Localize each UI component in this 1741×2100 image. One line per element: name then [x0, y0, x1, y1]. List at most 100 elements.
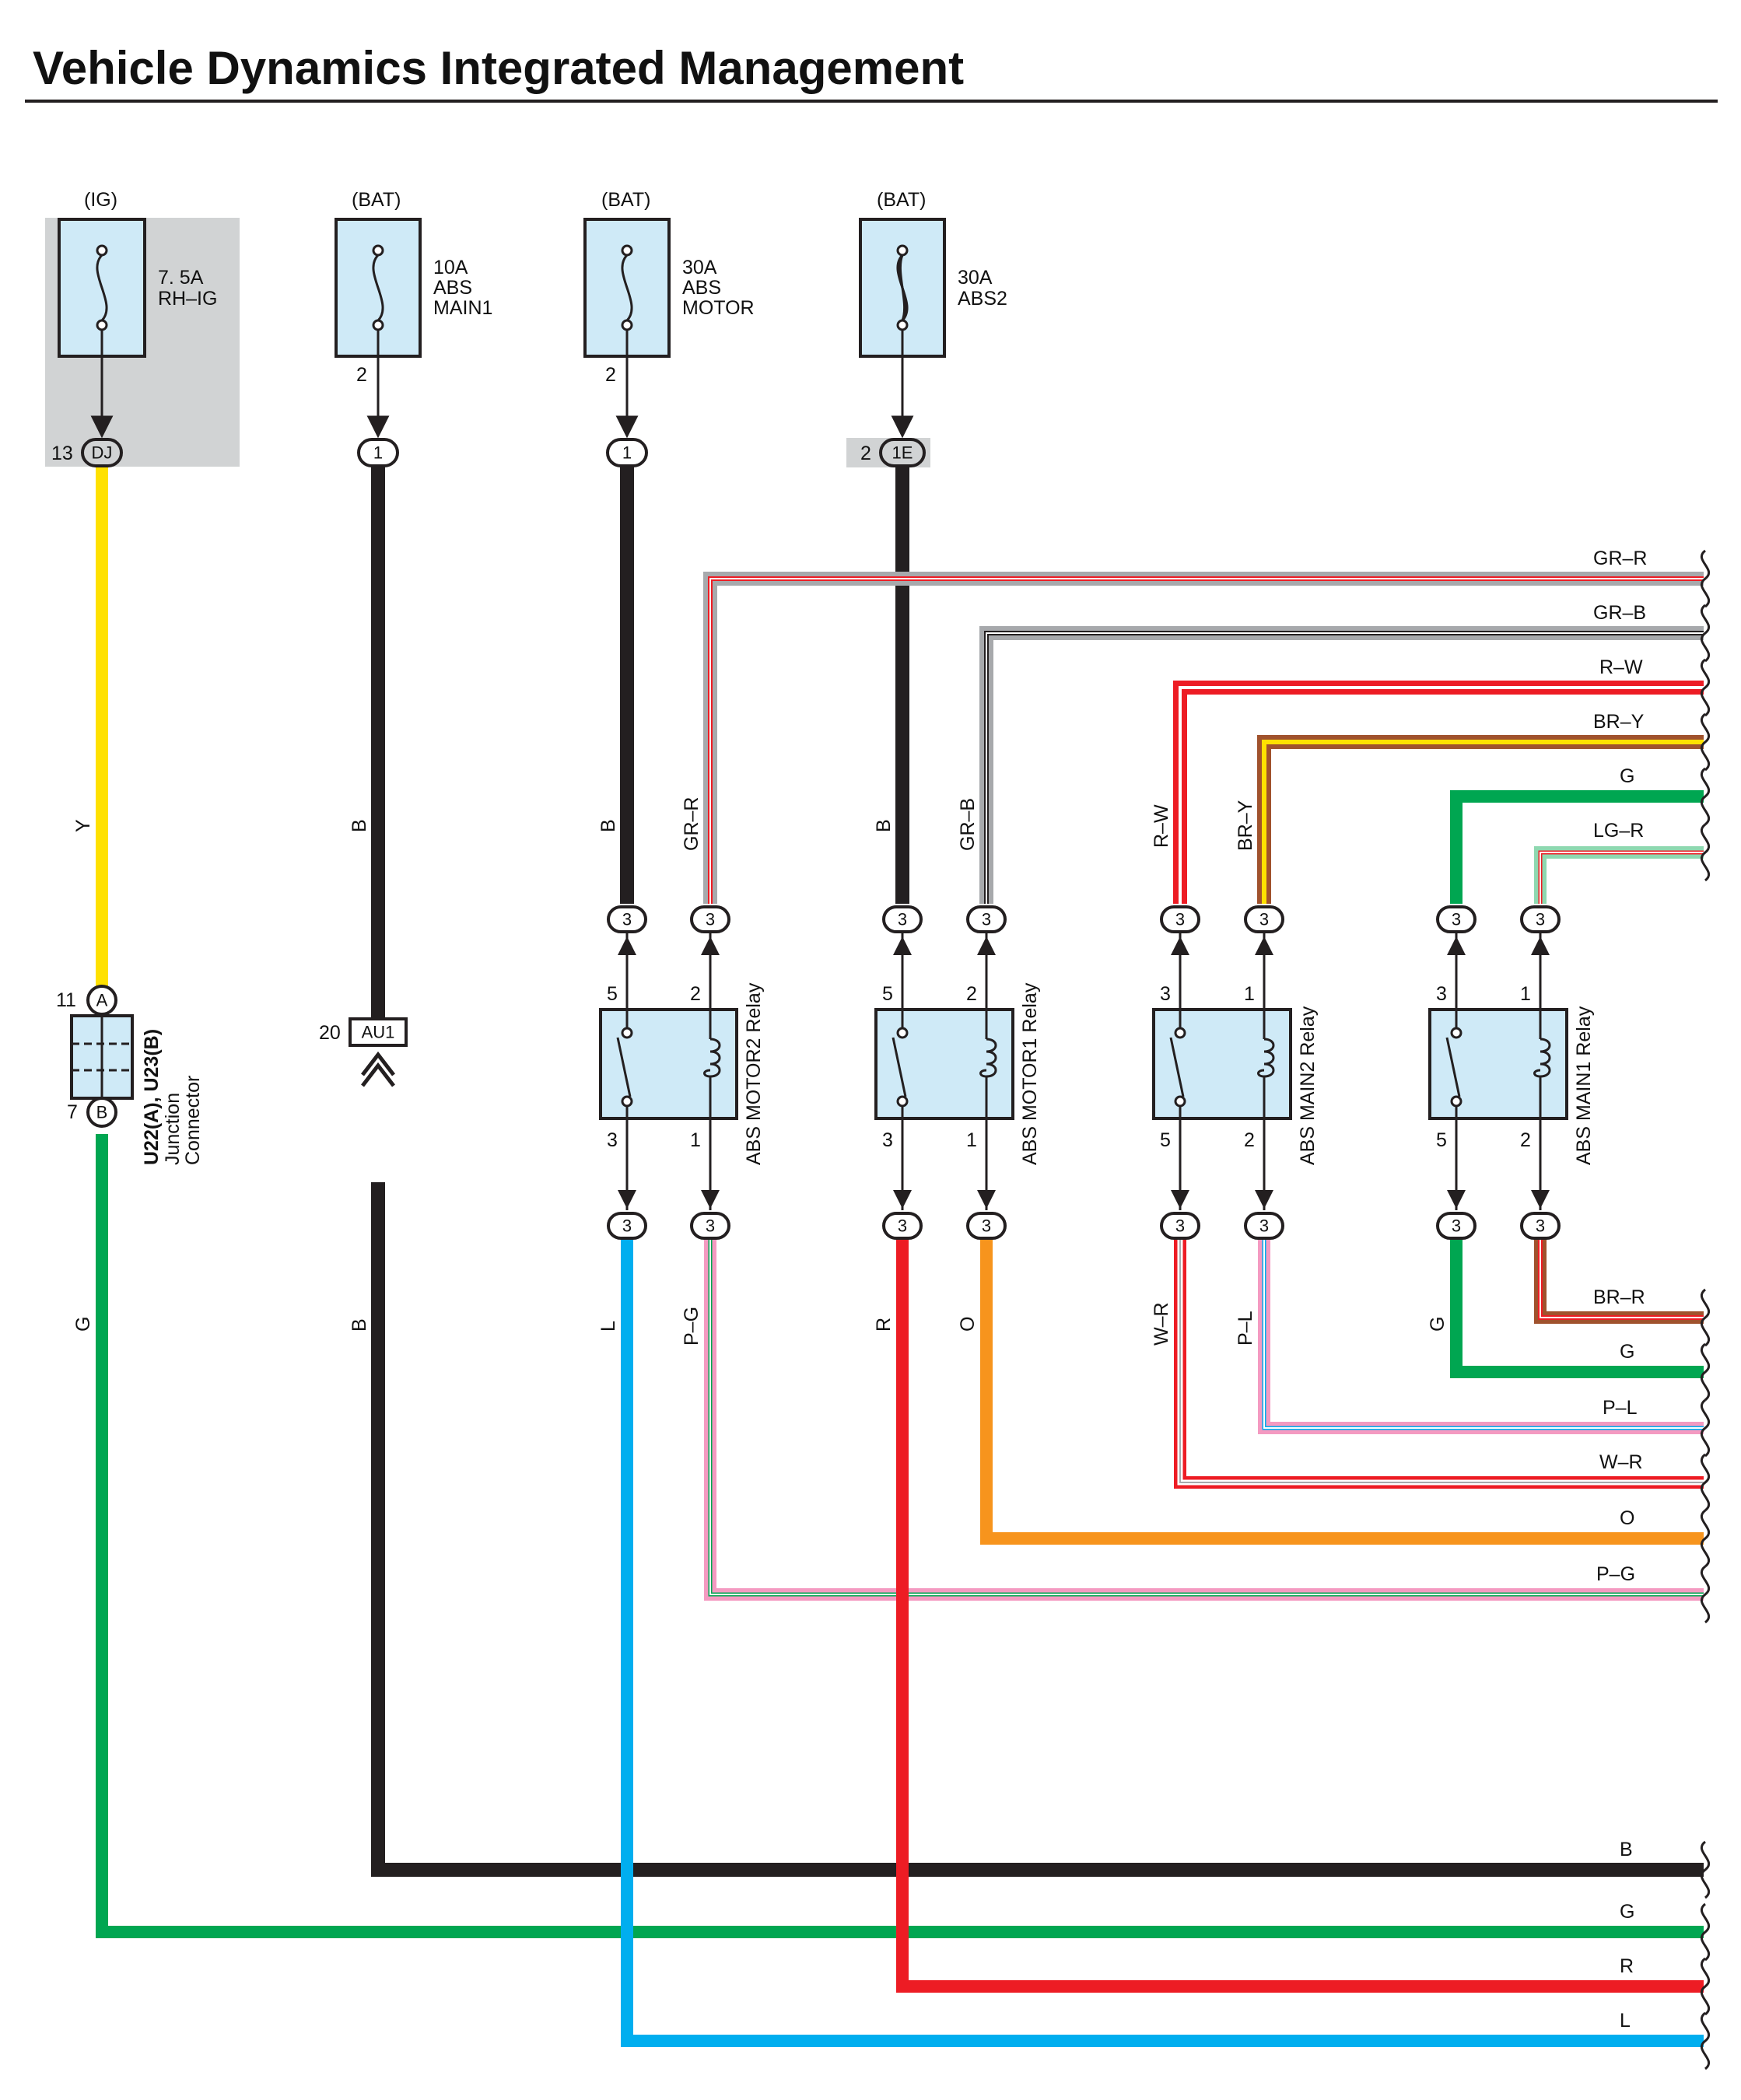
wire-label-b-main1: B [349, 819, 370, 832]
wire-label-r: R [873, 1318, 895, 1332]
svg-text:AU1: AU1 [362, 1023, 395, 1042]
svg-text:3: 3 [622, 910, 632, 929]
right-label-g-2: G [1620, 1341, 1634, 1363]
wire-label-g-lower: G [1427, 1317, 1448, 1332]
fuse-abs-motor-line2: ABS [682, 277, 721, 299]
relay-motor1-connector-top-right: 3 [966, 905, 1007, 933]
fuse-arrows [90, 356, 914, 439]
wire-label-l: L [597, 1321, 619, 1332]
relay-motor2-connector-top-right: 3 [690, 905, 730, 933]
relay-motor2-pin-bottom-left: 3 [607, 1129, 618, 1151]
source-bat-3: (BAT) [877, 189, 926, 211]
wire-label-b-motor: B [597, 819, 619, 832]
svg-text:3: 3 [898, 910, 907, 929]
right-label-br-r: BR–R [1593, 1286, 1645, 1308]
relay-motor2-pin-bottom-right: 1 [690, 1129, 701, 1151]
svg-text:B: B [96, 1103, 108, 1122]
right-label-br-y: BR–Y [1593, 711, 1645, 733]
fuse-abs-main1-line3: MAIN1 [433, 297, 492, 319]
relay-main2-pin-top-left: 3 [1160, 983, 1171, 1005]
wire-label-b-abs2: B [873, 819, 895, 832]
fuse-abs-main1 [335, 218, 422, 358]
wire-label-y: Y [72, 819, 94, 832]
relay-main2-connector-top-left: 3 [1160, 905, 1200, 933]
right-label-gr-b: GR–B [1593, 602, 1646, 624]
fuse-rh-ig [58, 218, 146, 358]
relay-motor2-pin-top-right: 2 [690, 983, 701, 1005]
wire-label-r-w: R–W [1151, 804, 1172, 848]
fuse-rh-ig-amp: 7. 5A [158, 267, 204, 289]
relay-motor2-name: ABS MOTOR2 Relay [743, 982, 765, 1165]
right-label-b: B [1620, 1839, 1633, 1860]
title-rule [25, 100, 1718, 103]
relay-main1-pin-top-left: 3 [1436, 983, 1447, 1005]
relay-main1-connector-bottom-left: 3 [1436, 1212, 1477, 1240]
relay-main2-connector-top-right: 3 [1244, 905, 1284, 933]
wire-label-br-y: BR–Y [1235, 800, 1256, 851]
connector-au1: AU1 [349, 1017, 408, 1087]
svg-text:3: 3 [1259, 1216, 1269, 1236]
right-label-l: L [1620, 2010, 1631, 2032]
svg-text:3: 3 [1175, 910, 1185, 929]
wire-label-g-left: G [72, 1317, 94, 1332]
svg-text:1E: 1E [892, 443, 913, 463]
junction-connector: A B [70, 985, 134, 1128]
relay-main1-name: ABS MAIN1 Relay [1573, 1006, 1595, 1165]
fuse-abs2-line2: ABS2 [958, 288, 1007, 310]
right-label-g-3: G [1620, 1901, 1634, 1923]
svg-text:3: 3 [982, 1216, 991, 1236]
fuse-abs-motor-amp: 30A [682, 257, 717, 278]
relay-motor1-connector-top-left: 3 [882, 905, 923, 933]
wire-label-gr-r: GR–R [681, 797, 702, 851]
relay-main2-pin-bottom-right: 2 [1244, 1129, 1255, 1151]
relay-main1-pin-bottom-left: 5 [1436, 1129, 1447, 1151]
junction-name-2: Junction [162, 1093, 184, 1165]
svg-text:3: 3 [1452, 1216, 1461, 1236]
relay-main2-connector-bottom-right: 3 [1244, 1212, 1284, 1240]
relay-motor1-pin-bottom-left: 3 [882, 1129, 893, 1151]
right-label-r-w: R–W [1599, 656, 1643, 678]
connector-1-motor: 1 [606, 438, 648, 467]
wire-label-p-g: P–G [681, 1307, 702, 1346]
relay-main1-connector-top-right: 3 [1520, 905, 1561, 933]
source-bat-1: (BAT) [352, 189, 401, 211]
relay-motor2-connector-bottom-right: 3 [690, 1212, 730, 1240]
relay-connectors: 3 3 3 3 3 3 3 3 3 3 3 3 3 3 3 3 [607, 905, 1561, 1240]
relay-main2-name: ABS MAIN2 Relay [1297, 1006, 1319, 1165]
relay-motor1-pin-top-right: 2 [966, 983, 977, 1005]
page-title: Vehicle Dynamics Integrated Management [33, 42, 964, 94]
relay-main2-connector-bottom-left: 3 [1160, 1212, 1200, 1240]
svg-text:A: A [96, 991, 108, 1010]
fuse-abs2 [859, 218, 946, 358]
fuse-abs-motor-line3: MOTOR [682, 297, 755, 319]
connector-dj: DJ [81, 438, 123, 467]
wire-label-p-l: P–L [1235, 1311, 1256, 1346]
relay-motor1-pin-top-left: 5 [882, 983, 893, 1005]
svg-text:3: 3 [706, 1216, 715, 1236]
fuse-rh-ig-name: RH–IG [158, 288, 217, 310]
junction-pin-a: 11 [56, 989, 76, 1011]
wire-break-marks [1700, 549, 1711, 2070]
right-label-lg-r: LG–R [1593, 820, 1644, 842]
svg-text:1: 1 [622, 443, 632, 463]
right-label-p-l: P–L [1603, 1397, 1638, 1419]
right-label-o: O [1620, 1507, 1634, 1529]
relay-main1-pin-top-right: 1 [1520, 983, 1531, 1005]
fuse-abs-main1-line2: ABS [433, 277, 472, 299]
source-ig: (IG) [84, 189, 117, 211]
svg-text:3: 3 [1259, 910, 1269, 929]
connector-au1-pin: 20 [319, 1022, 341, 1044]
svg-text:3: 3 [982, 910, 991, 929]
connector-1-main1: 1 [357, 438, 399, 467]
junction-name: U22(A), U23(B) [141, 1029, 163, 1165]
svg-text:3: 3 [1175, 1216, 1185, 1236]
right-label-gr-r: GR–R [1593, 548, 1647, 569]
fuse-abs-main1-pin: 2 [356, 364, 367, 386]
wire-label-gr-b: GR–B [957, 798, 979, 851]
right-label-p-g: P–G [1596, 1563, 1635, 1585]
svg-text:3: 3 [1536, 910, 1545, 929]
